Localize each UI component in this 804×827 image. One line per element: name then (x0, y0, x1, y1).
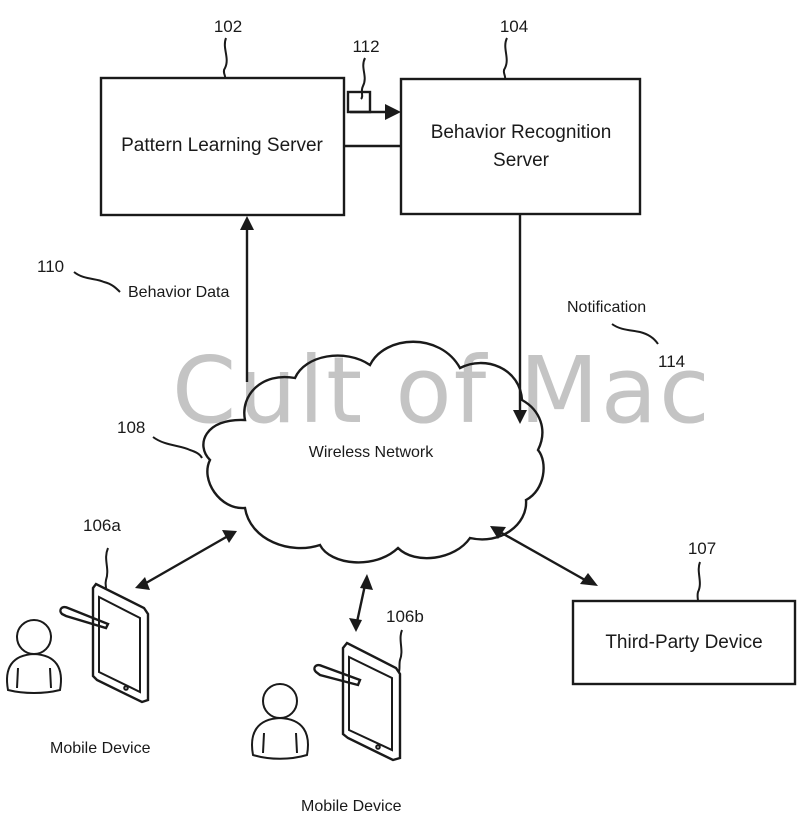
mobile-device-a-label: Mobile Device (50, 740, 151, 757)
third-party-device-node: Third-Party Device (571, 599, 797, 686)
mobile-device-a (6, 582, 150, 704)
mobile-device-b-label: Mobile Device (301, 798, 402, 815)
third-party-device-label: Third-Party Device (605, 632, 762, 653)
mobile-b-arrowhead-dev (349, 618, 362, 632)
leader-106b (398, 629, 403, 673)
notification-label: Notification (567, 299, 646, 316)
notification-arrow (513, 214, 527, 424)
leader-102 (222, 37, 228, 79)
tablet-b-icon (341, 641, 402, 762)
behavior-data-arrowhead (240, 216, 254, 230)
leader-112 (360, 57, 366, 100)
leader-106a (104, 547, 109, 589)
leader-107 (696, 561, 701, 602)
behavior-data-arrow (240, 216, 254, 382)
leader-114 (611, 323, 659, 345)
mobile-device-b (251, 641, 402, 762)
notification-arrowhead (513, 410, 527, 424)
stylus-b-icon (313, 663, 362, 687)
third-party-arrowhead-dev (580, 573, 598, 586)
third-party-link-arrow (490, 526, 598, 586)
ref-106a: 106a (83, 516, 121, 535)
ref-110: 110 (37, 257, 64, 276)
wireless-network-cloud: Wireless Network (202, 340, 545, 564)
packet-arrowhead (385, 104, 401, 120)
behavior-recognition-server-node: Behavior Recognition Server (399, 77, 642, 216)
wireless-network-label: Wireless Network (309, 444, 434, 461)
user-b-icon (251, 683, 309, 760)
stylus-a-icon (59, 605, 110, 630)
mobile-b-arrowhead-net (360, 574, 373, 590)
pattern-learning-server-label: Pattern Learning Server (121, 135, 323, 156)
behavior-recognition-server-label-line1: Behavior Recognition (431, 122, 612, 143)
leader-110 (73, 271, 121, 293)
leader-104 (502, 37, 508, 80)
ref-108: 108 (117, 418, 145, 437)
user-a-icon (6, 619, 62, 694)
tablet-a-icon (91, 582, 150, 704)
mobile-b-link-arrow (349, 574, 373, 632)
behavior-data-label: Behavior Data (128, 284, 229, 301)
leader-108 (152, 436, 203, 459)
ref-102: 102 (214, 17, 242, 36)
ref-112: 112 (352, 37, 379, 56)
ref-106b: 106b (386, 607, 424, 626)
behavior-recognition-server-label-line2: Server (493, 150, 550, 171)
ref-104: 104 (500, 17, 528, 36)
mobile-a-arrowhead-dev (135, 577, 150, 590)
mobile-a-arrowhead-net (222, 530, 237, 543)
ref-114: 114 (658, 352, 685, 371)
ref-107: 107 (688, 539, 716, 558)
watermark: Cult of Mac (172, 337, 712, 444)
pattern-learning-server-node: Pattern Learning Server (99, 76, 346, 217)
data-packet-112 (346, 90, 401, 120)
third-party-arrowhead-net (490, 526, 506, 539)
mobile-a-link-arrow (135, 530, 237, 590)
